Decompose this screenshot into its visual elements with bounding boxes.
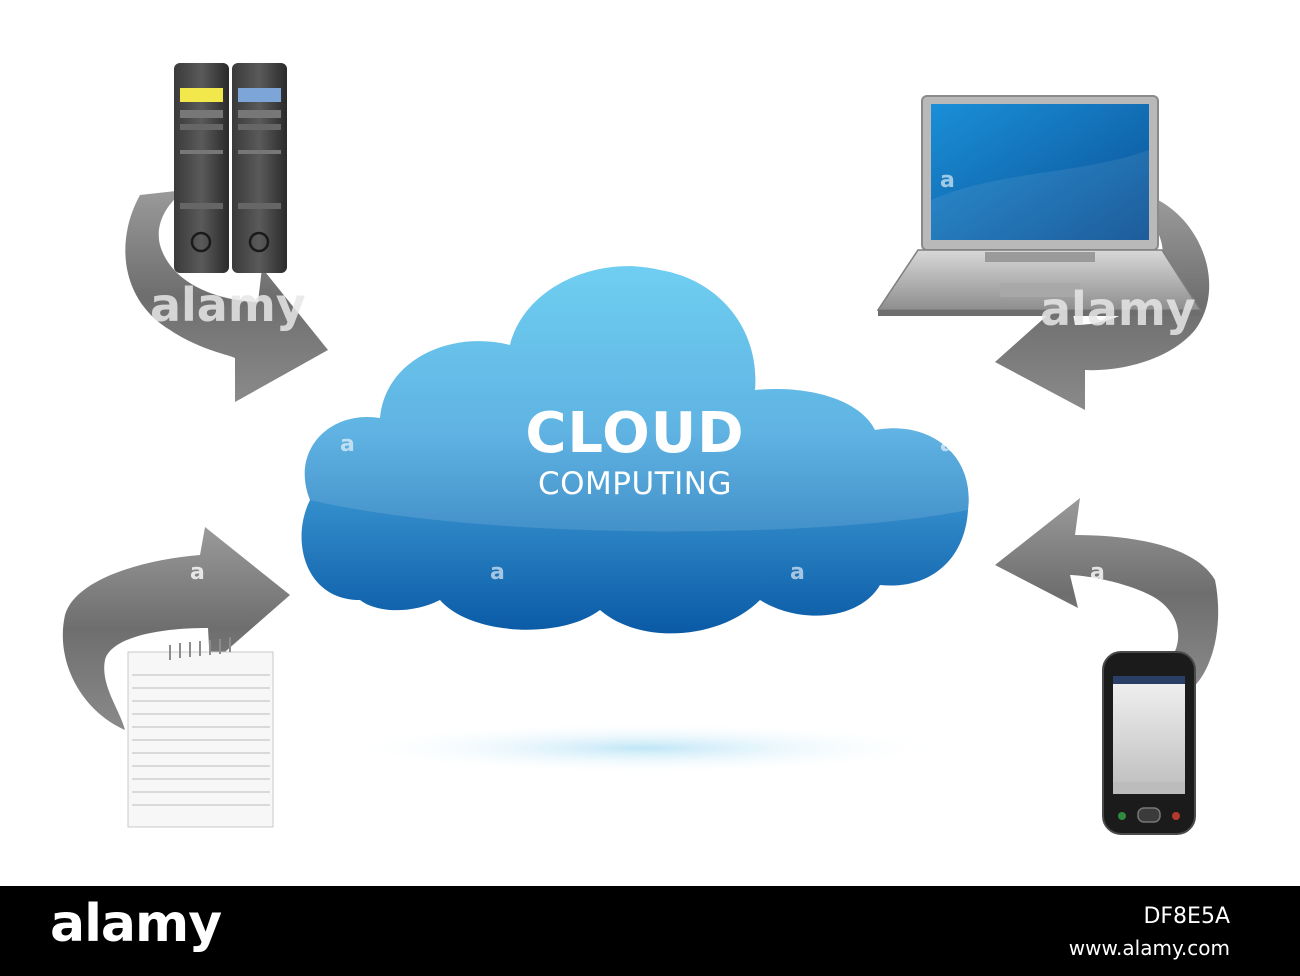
- footer-bar: alamy DF8E5A www.alamy.com: [0, 886, 1300, 976]
- notepad-node: [62, 527, 290, 828]
- arrow-laptop: [995, 200, 1210, 410]
- watermark-letter: a: [490, 560, 505, 585]
- laptop-screen: [931, 104, 1149, 240]
- cloud-gloss: [304, 266, 969, 532]
- cloud-computing-diagram: [62, 63, 1219, 835]
- watermark-letter: a: [190, 560, 205, 585]
- cloud-subtitle: COMPUTING: [538, 466, 732, 502]
- watermark-letter: a: [1090, 560, 1105, 585]
- phone-screen: [1113, 676, 1185, 794]
- watermark-letter: a: [940, 168, 955, 193]
- footer-logo: alamy: [50, 894, 222, 954]
- watermark-letter: a: [940, 432, 955, 457]
- footer-image-id: DF8E5A: [1143, 904, 1230, 929]
- watermark-right: alamy: [1040, 282, 1196, 336]
- laptop-node: [876, 95, 1210, 410]
- arrow-notepad: [62, 527, 290, 730]
- arrow-smartphone: [995, 498, 1219, 690]
- server-node: [125, 63, 328, 402]
- cloud-shadow: [345, 722, 945, 774]
- watermark-letter: a: [340, 432, 355, 457]
- smartphone-node: [995, 498, 1219, 835]
- cloud-shape: [301, 266, 969, 634]
- watermark-left: alamy: [150, 278, 306, 332]
- arrow-server: [125, 190, 328, 402]
- cloud-title: CLOUD: [525, 401, 745, 466]
- footer-url: www.alamy.com: [1068, 936, 1230, 960]
- phone-home-button: [1137, 807, 1161, 823]
- notepad-rings: [169, 637, 231, 660]
- watermark-letter: a: [790, 560, 805, 585]
